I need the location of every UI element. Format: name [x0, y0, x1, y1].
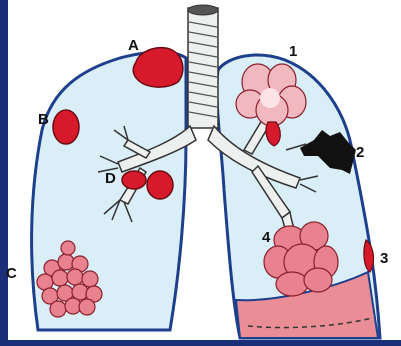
label-4: 4 — [262, 229, 271, 246]
label-b: B — [38, 111, 49, 128]
label-d: D — [105, 170, 116, 187]
label-2: 2 — [356, 144, 364, 161]
label-a: A — [128, 37, 139, 54]
label-c: C — [6, 265, 17, 282]
lesion-b — [53, 110, 79, 144]
trachea — [188, 5, 218, 128]
label-1: 1 — [289, 43, 297, 60]
label-3: 3 — [380, 250, 388, 267]
